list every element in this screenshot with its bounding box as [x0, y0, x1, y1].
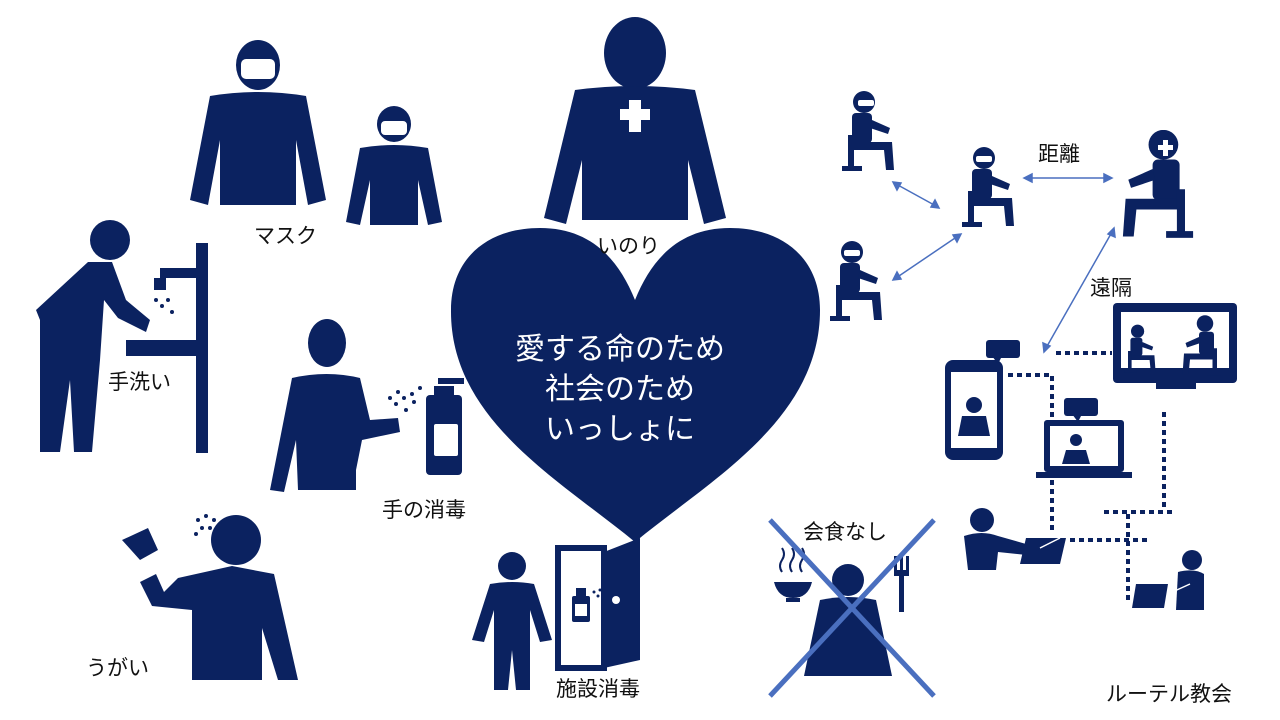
gargle-icon [122, 514, 298, 680]
remote-network-icon [945, 303, 1237, 610]
no-meal-label: 会食なし [803, 520, 887, 544]
heart-message: 愛する命のため 社会のため いっしょに [470, 330, 770, 450]
heart-icon [450, 228, 820, 542]
facility-door-icon [472, 538, 640, 690]
seated-distance-icon [830, 91, 1193, 321]
heart-message-line1: 愛する命のため [515, 332, 725, 367]
remote-label: 遠隔 [1090, 276, 1132, 300]
hand-disinfect-label: 手の消毒 [382, 498, 466, 522]
no-meal-icon [768, 518, 936, 698]
gargle-label: うがい [86, 656, 149, 680]
facility-disinfect-label: 施設消毒 [556, 677, 640, 701]
prayer-label: いのり [597, 234, 660, 258]
pastor-icon [544, 17, 726, 224]
handwash-label: 手洗い [108, 370, 171, 394]
distance-arrows [891, 172, 1116, 354]
handwash-icon [36, 220, 208, 453]
masked-people-icon [190, 40, 442, 225]
mask-label: マスク [254, 224, 317, 248]
sanitizer-person-icon [270, 319, 464, 492]
heart-message-line2: 社会のため [545, 372, 695, 407]
church-label: ルーテル教会 [1106, 682, 1232, 706]
heart-message-line3: いっしょに [545, 412, 695, 447]
distance-label: 距離 [1038, 142, 1080, 166]
